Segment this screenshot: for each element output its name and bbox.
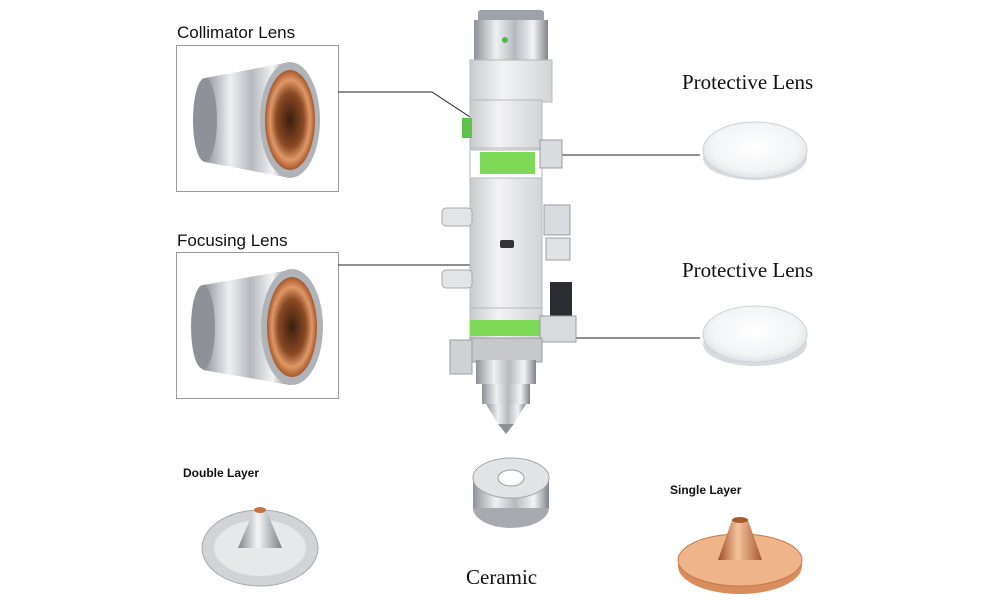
single-layer-label: Single Layer [670, 483, 742, 497]
focusing-lens-part [191, 269, 323, 385]
protective-lens-top [702, 121, 808, 180]
double-layer-label: Double Layer [183, 466, 260, 480]
collimator-lens-part [193, 62, 320, 178]
collimator-lens-label: Collimator Lens [177, 23, 296, 42]
double-layer-nozzle [201, 507, 319, 587]
single-layer-nozzle [677, 517, 803, 594]
focusing-lens-label: Focusing Lens [177, 231, 288, 250]
protective-lens-top-label: Protective Lens [682, 70, 814, 94]
laser-cutting-head [441, 10, 577, 434]
ceramic-label: Ceramic [466, 565, 538, 589]
ceramic-ring [472, 457, 550, 528]
protective-lens-bottom-label: Protective Lens [682, 258, 814, 282]
protective-lens-bottom [702, 305, 808, 366]
